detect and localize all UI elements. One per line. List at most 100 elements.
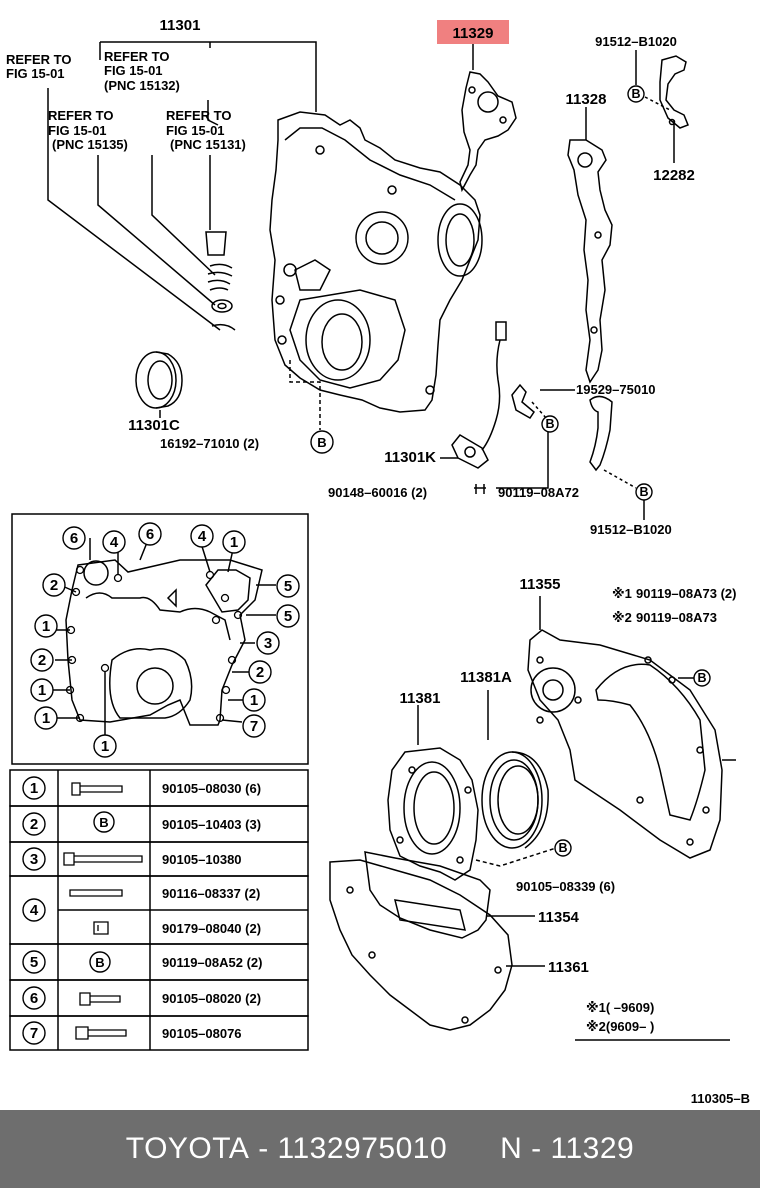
ref1-line1: REFER TO [6,52,72,67]
footer-prefix: N [500,1132,523,1165]
svg-text:2: 2 [30,816,38,833]
gasket-number: 6 [138,522,162,546]
gasket-number: 5 [276,604,300,628]
label-11328: 11328 [566,91,607,108]
gasket-number: 5 [276,574,300,598]
gasket-number: 1 [222,530,246,554]
note1-part: 90119–08A73 (2) [636,586,736,601]
b-symbol-row5: B [95,955,104,970]
svg-text:5: 5 [284,608,292,625]
note1-mark: ※1 [612,586,632,601]
b-marker-3: B [545,417,554,431]
svg-text:7: 7 [30,1025,38,1042]
highlight-11329 [437,20,509,44]
label-11301: 11301 [160,17,201,34]
svg-text:4: 4 [198,528,207,545]
label-11361: 11361 [548,959,589,976]
bolt-part-number: 90105–10403 (3) [162,817,261,832]
gasket-number: 2 [42,573,66,597]
label-91512-bottom: 91512–B1020 [590,522,672,537]
label-11381: 11381 [400,690,441,707]
svg-text:1: 1 [38,682,46,699]
figure-code: 110305–B [691,1091,750,1106]
footer-ref: 11329 [550,1132,635,1165]
label-11301K: 11301K [384,449,436,466]
ref1-line2: FIG 15-01 [6,66,65,81]
ref4-line1: REFER TO [166,108,232,123]
ref3-line1: REFER TO [48,108,114,123]
bolt-part-number: 90116–08337 (2) [162,886,260,901]
b-marker-5: B [697,671,706,685]
ref2-line3: (PNC 15132) [104,78,180,93]
ref3-line3: (PNC 15135) [52,137,128,152]
footer-gap [447,1132,500,1166]
svg-text:2: 2 [38,652,46,669]
bolt-part-number: 90179–08040 (2) [162,921,261,936]
label-91512-top: 91512–B1020 [595,34,677,49]
label-16192: 16192–71010 (2) [160,436,259,451]
svg-text:6: 6 [30,990,38,1007]
bolt-row-number: 3 [22,847,46,871]
bolt-part-number: 90105–10380 [162,852,242,867]
svg-text:4: 4 [110,534,119,551]
svg-text:1: 1 [42,710,50,727]
gasket-number: 4 [190,524,214,548]
svg-text:1: 1 [30,780,38,797]
note2-part: 90119–08A73 [636,610,717,625]
gasket-number: 7 [242,714,266,738]
label-11355: 11355 [520,576,561,593]
bolt-row-number: 1 [22,776,46,800]
svg-text:1: 1 [230,534,238,551]
footer-sep1: - [249,1132,278,1165]
label-90105-08339: 90105–08339 (6) [516,879,615,894]
label-11301C: 11301C [128,417,180,434]
footer-bar: TOYOTA - 1132975010 N - 11329 [0,1110,760,1188]
label-11354: 11354 [538,909,580,926]
ref2-line1: REFER TO [104,49,170,64]
label-90148: 90148–60016 (2) [328,485,427,500]
svg-text:6: 6 [70,530,78,547]
ref3-line2: FIG 15-01 [48,123,107,138]
gasket-number: 1 [34,706,58,730]
svg-text:4: 4 [30,902,39,919]
b-marker-6: B [558,841,567,855]
svg-text:5: 5 [284,578,292,595]
label-11329[interactable]: 11329 [453,25,494,42]
footer-brand: TOYOTA [125,1132,250,1165]
label-11381A: 11381A [460,669,512,686]
note2-mark: ※2 [612,610,632,625]
svg-text:1: 1 [42,618,50,635]
footer-part-number: 1132975010 [277,1132,448,1165]
svg-text:1: 1 [101,738,109,755]
label-12282: 12282 [653,167,695,184]
gasket-number: 1 [242,688,266,712]
label-19529: 19529–75010 [576,382,656,397]
gasket-number: 2 [248,660,272,684]
gasket-number: 1 [30,678,54,702]
ref4-line3: (PNC 15131) [170,137,246,152]
gasket-number: 4 [102,530,126,554]
svg-text:3: 3 [30,851,38,868]
b-symbol-row2: B [99,815,108,830]
gasket-number: 2 [30,648,54,672]
gasket-number: 6 [62,526,86,550]
bolt-row-number: 2 [22,812,46,836]
ref2-line2: FIG 15-01 [104,63,163,78]
legend-2: ※2(9609– ) [586,1019,654,1034]
bolt-row-number: 4 [22,898,46,922]
svg-text:3: 3 [264,635,272,652]
b-marker-4: B [639,485,648,499]
svg-text:1: 1 [250,692,258,709]
svg-text:6: 6 [146,526,154,543]
b-marker-1: B [631,87,640,101]
bolt-part-number: 90119–08A52 (2) [162,955,262,970]
svg-text:2: 2 [256,664,264,681]
label-90119-08A72: 90119–08A72 [498,485,579,500]
gasket-number: 1 [34,614,58,638]
gasket-number: 3 [256,631,280,655]
b-marker-2: B [317,435,326,450]
legend-1: ※1( –9609) [586,1000,654,1015]
bolt-row-number: 6 [22,986,46,1010]
